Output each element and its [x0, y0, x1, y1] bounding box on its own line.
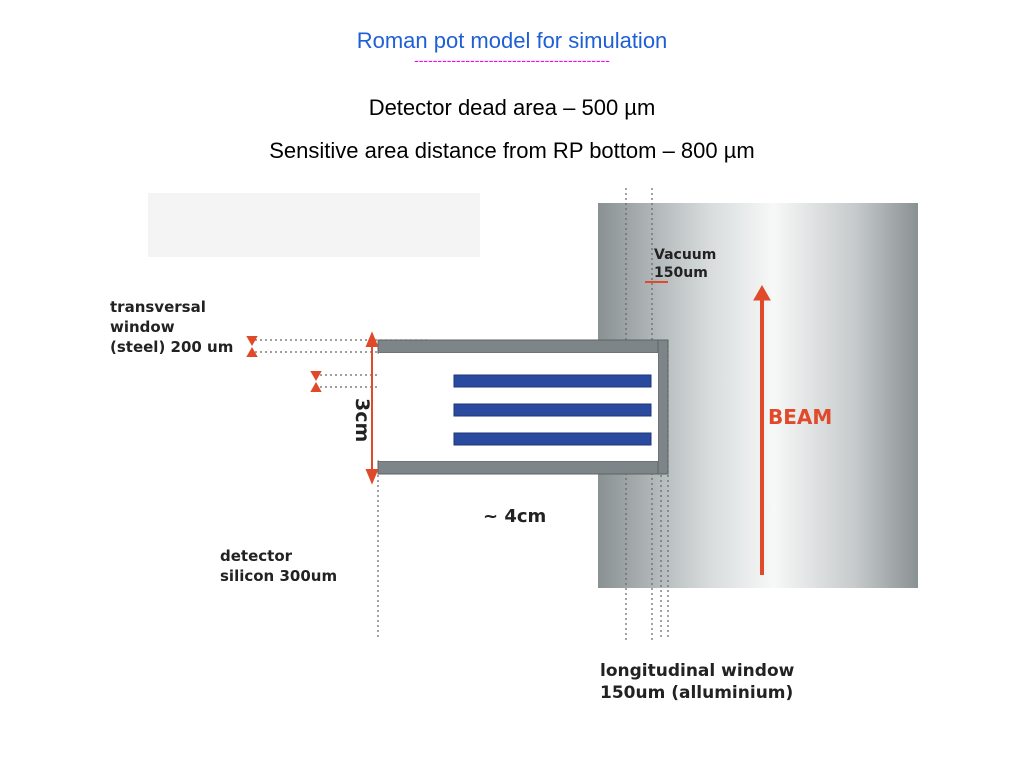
sensitive-distance-text: Sensitive area distance from RP bottom –…	[269, 138, 755, 163]
detector-label-1: detector	[220, 547, 293, 565]
faint-background-box	[148, 193, 480, 257]
detector-plane-2	[453, 403, 652, 417]
detector-planes	[453, 374, 652, 446]
longitudinal-label-2: 150um (alluminium)	[600, 683, 793, 703]
detector-label-2: silicon 300um	[220, 567, 337, 585]
roman-pot-frame	[377, 339, 669, 475]
detector-plane-1	[453, 374, 652, 388]
transversal-label-1: transversal	[110, 298, 206, 316]
width-label: ~ 4cm	[483, 506, 546, 527]
beam-arrow	[753, 284, 771, 575]
detector-plane-3	[453, 432, 652, 446]
dead-area-text: Detector dead area – 500 µm	[368, 95, 656, 120]
vacuum-value: 150um	[654, 265, 708, 281]
transversal-label-2: window	[110, 318, 175, 336]
longitudinal-label-1: longitudinal window	[600, 661, 795, 681]
page-title: Roman pot model for simulation	[356, 28, 668, 53]
transversal-label-3: (steel) 200 um	[110, 338, 233, 356]
dimension-arrows	[246, 281, 668, 485]
height-label: 3cm	[351, 398, 373, 442]
beam-label: BEAM	[768, 405, 832, 429]
title-underline: ----------------------------------------…	[414, 52, 610, 68]
vacuum-label: Vacuum	[654, 247, 716, 263]
